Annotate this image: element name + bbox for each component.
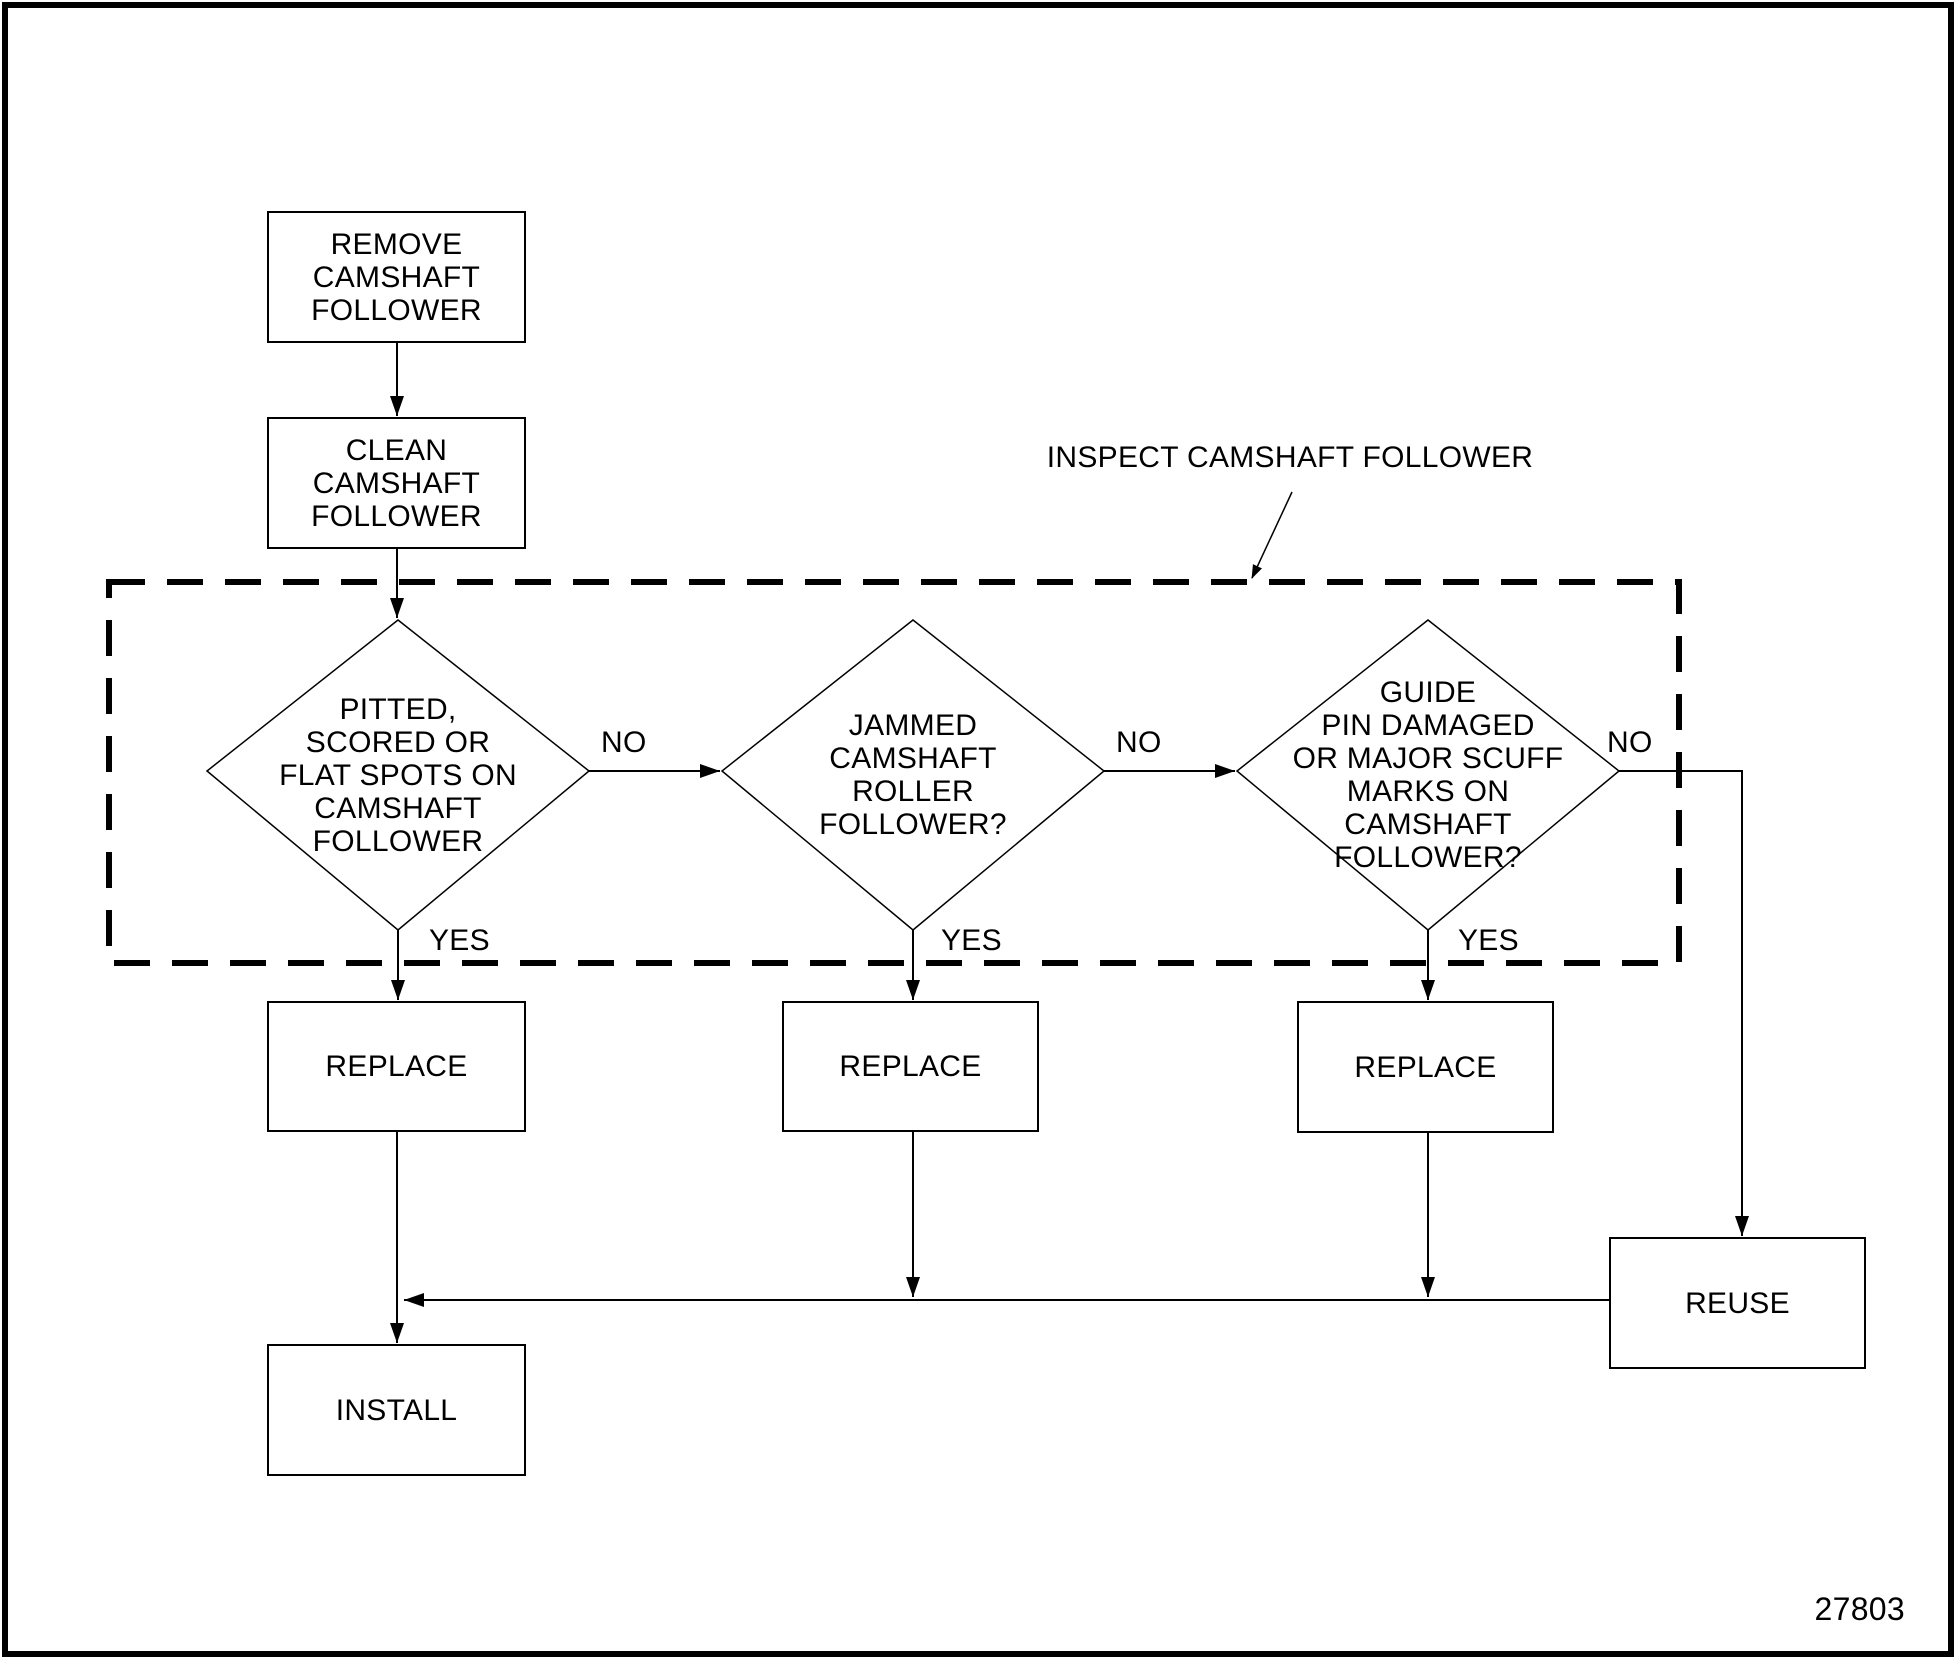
clean-node-box <box>267 417 526 549</box>
replace3-node-label: REPLACE <box>1354 1050 1497 1084</box>
d3-no-to-reuse-arrow <box>1619 770 1749 1236</box>
guide-pin-decision-label: GUIDE PIN DAMAGED OR MAJOR SCUFF MARKS O… <box>1292 676 1564 874</box>
d1-yes-label: YES <box>429 924 490 957</box>
d3-no-label: NO <box>1607 726 1653 759</box>
pitted-scored-decision-label: PITTED, SCORED OR FLAT SPOTS ON CAMSHAFT… <box>279 692 517 858</box>
replace1-node-label: REPLACE <box>325 1050 468 1083</box>
install-node-box <box>267 1344 526 1476</box>
remove-node-box <box>267 211 526 343</box>
inspect-region-dashed-box <box>106 579 1682 966</box>
reuse-node-label: REUSE <box>1685 1286 1790 1320</box>
remove-node-label: REMOVE CAMSHAFT FOLLOWER <box>311 227 482 327</box>
figure-number: 27803 <box>1814 1590 1905 1627</box>
inspect-region-leader-arrow <box>1251 491 1293 579</box>
d1-no-label: NO <box>601 726 647 759</box>
d3-yes-label: YES <box>1458 924 1519 957</box>
reuse-node-box <box>1609 1237 1866 1369</box>
replace2-node-label: REPLACE <box>839 1050 982 1083</box>
jammed-roller-decision-label: JAMMED CAMSHAFT ROLLER FOLLOWER? <box>819 709 1007 841</box>
clean-node-label: CLEAN CAMSHAFT FOLLOWER <box>311 433 482 533</box>
inspect-region-label: INSPECT CAMSHAFT FOLLOWER <box>1046 440 1534 474</box>
d2-no-label: NO <box>1116 726 1162 759</box>
replace2-node-box <box>782 1001 1039 1132</box>
install-node-label: INSTALL <box>335 1393 458 1427</box>
d2-yes-label: YES <box>941 924 1002 957</box>
replace1-node-box <box>267 1001 526 1132</box>
replace3-node-box <box>1297 1001 1554 1133</box>
